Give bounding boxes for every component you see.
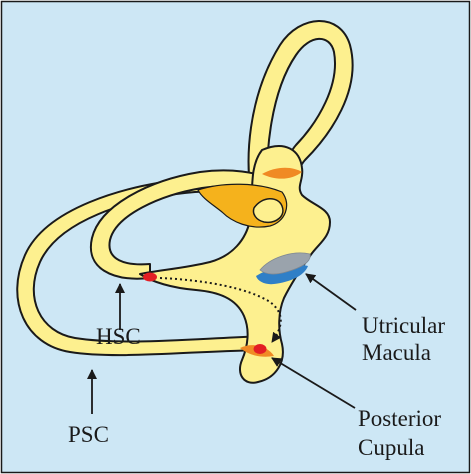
hsc-particle xyxy=(143,273,157,282)
posterior-cupula-label-line2: Cupula xyxy=(358,434,424,461)
posterior-cupula xyxy=(254,344,267,354)
psc-label: PSC xyxy=(68,421,109,448)
posterior-cupula-label-line1: Posterior xyxy=(358,405,441,432)
utricular-macula-label-line1: Utricular xyxy=(362,312,445,339)
hsc-label: HSC xyxy=(96,323,141,350)
utricular-macula-label-line2: Macula xyxy=(362,339,431,366)
